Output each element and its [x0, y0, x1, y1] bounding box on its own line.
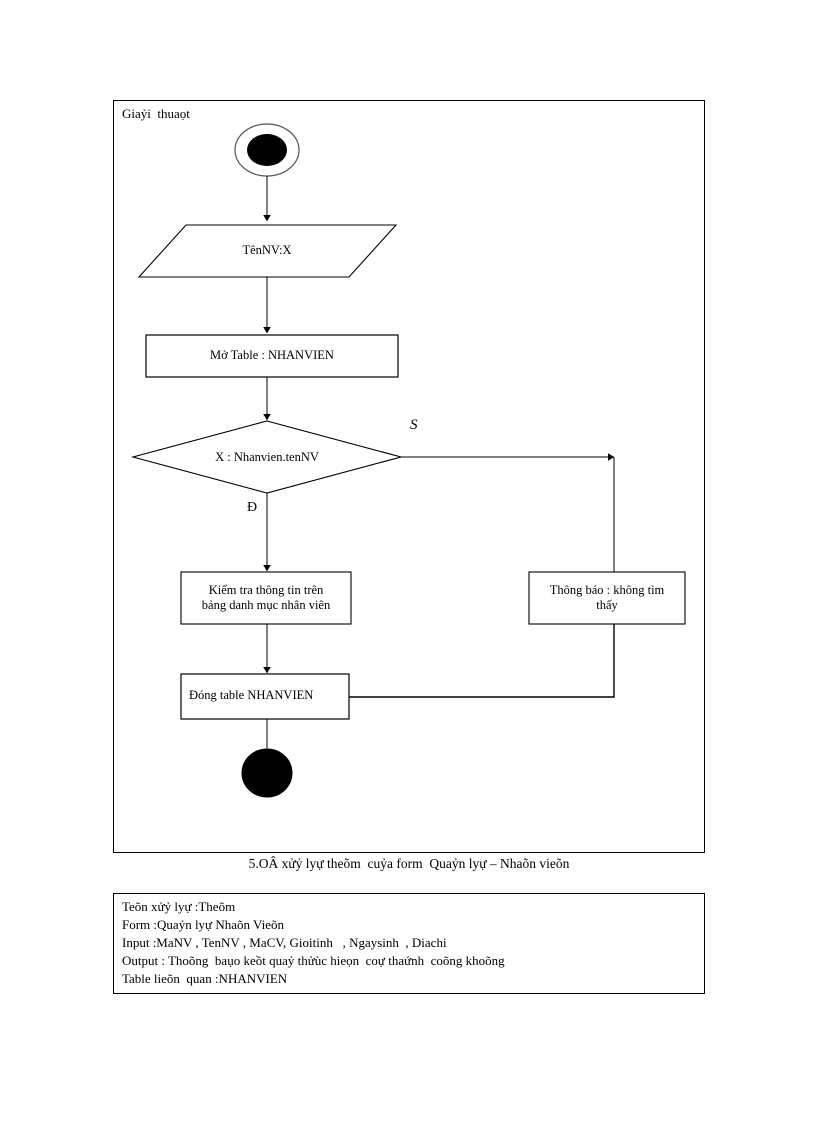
- node-end-terminator[interactable]: [241, 748, 293, 798]
- flowchart-frame: Giaỷi thuaọt: [113, 100, 705, 853]
- node-notify[interactable]: [528, 571, 686, 625]
- flowchart-title: Giaỷi thuaọt: [122, 106, 190, 121]
- node-start-terminator[interactable]: [234, 123, 300, 177]
- node-close-table[interactable]: [180, 673, 350, 720]
- spec-row-name: Teõn xửỷ lyự :Theõm: [122, 899, 236, 914]
- node-open-table[interactable]: [145, 334, 399, 378]
- node-decision-diamond[interactable]: [130, 420, 404, 494]
- spec-row-tables: Table lieõn quan :NHANVIEN: [122, 971, 288, 986]
- process-spec-table: Teõn xửỷ lyự :Theõm Form :Quaỷn lyự Nhaõ…: [113, 893, 705, 994]
- spec-row-form: Form :Quaỷn lyự Nhaõn Vieõn: [122, 917, 285, 932]
- flowchart-canvas: [130, 123, 686, 798]
- edge-notify-return: [275, 624, 615, 701]
- spec-row-input: Input :MaNV , TenNV , MaCV, Gioitinh , N…: [122, 935, 447, 950]
- branch-label-true: Đ: [247, 500, 258, 515]
- node-input-parallelogram[interactable]: [137, 224, 398, 278]
- figure-caption: 5.OÂ xửỷ lyự theõm cuỷa form Quaỷn lyự –…: [248, 856, 570, 871]
- branch-label-false: S: [410, 417, 418, 433]
- spec-row-output: Output : Thoõng baụo keồt quaỷ thửùc hie…: [122, 953, 505, 968]
- node-check-info[interactable]: [180, 571, 352, 625]
